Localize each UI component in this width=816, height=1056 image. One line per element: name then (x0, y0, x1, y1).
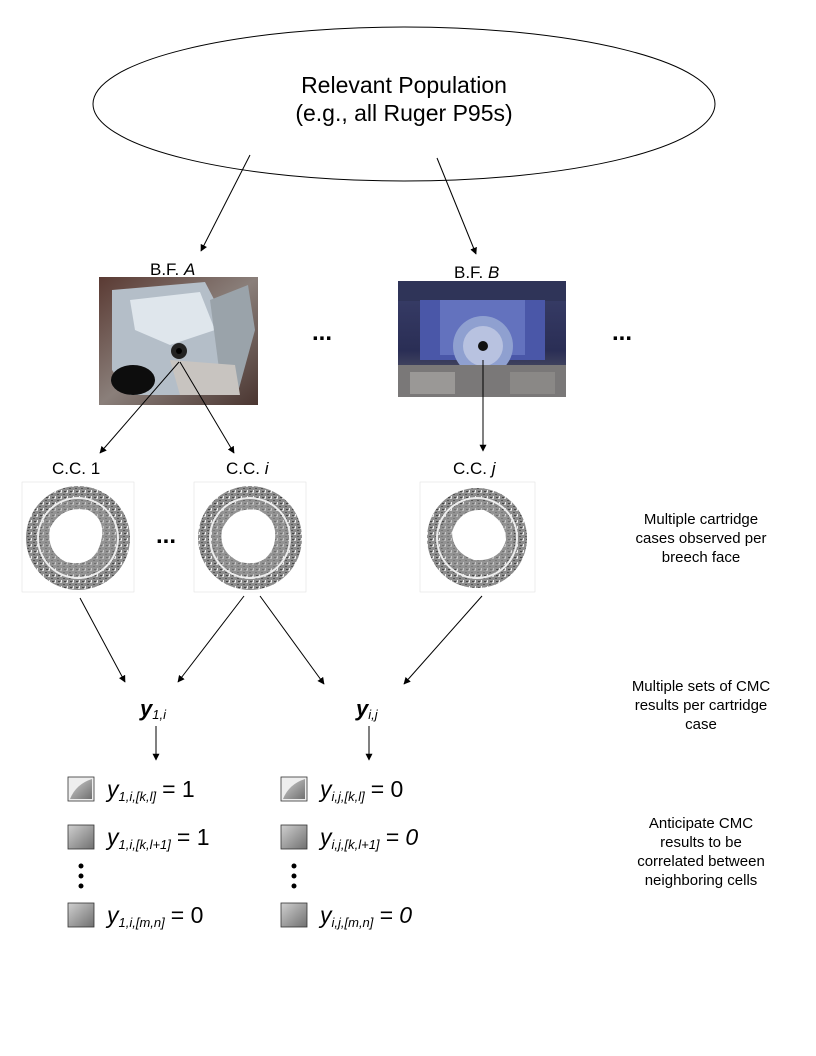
cmc-vector-y1i-symbol: y (139, 696, 154, 721)
cell-result-left-1: y1,i,[k,l] = 1 (105, 776, 195, 804)
cell-result-right-3-symbol: y (318, 902, 333, 928)
arrow-population-to-bf-a (200, 154, 251, 252)
note-cartridge-line-3: breech face (661, 549, 741, 566)
bf-a-photo (99, 277, 258, 405)
note-correlation-line-2: results to be (660, 834, 742, 851)
note-cmc-line-1: Multiple sets of CMC (631, 678, 771, 695)
note-cartridge-line-1: Multiple cartridge (643, 511, 759, 528)
cell-result-right-3-sub: i,j,[m,n] (332, 915, 374, 930)
note-correlation: Anticipate CMC results to be correlated … (601, 814, 801, 890)
note-cartridge-line-2: cases observed per (635, 530, 767, 547)
cell-result-right-1-rhs: = 0 (371, 776, 404, 802)
cell-thumb-right-2 (280, 824, 308, 850)
bf-a-label: B.F. A (150, 260, 195, 279)
note-correlation-line-3: correlated between (637, 853, 765, 870)
note-correlation-line-1: Anticipate CMC (648, 815, 754, 832)
population-ellipse (92, 26, 716, 182)
cell-result-left-2-rhs: = 1 (177, 824, 210, 850)
cell-thumb-left-3 (67, 902, 95, 928)
bf-ellipsis-right: ... (612, 319, 632, 346)
cc-1-index: 1 (91, 459, 100, 478)
cell-result-right-1: yi,j,[k,l] = 0 (318, 776, 403, 804)
note-cmc-sets: Multiple sets of CMC results per cartrid… (601, 677, 801, 734)
cell-result-left-3-rhs: = 0 (171, 902, 204, 928)
cell-result-left-1-symbol: y (105, 776, 120, 802)
cell-result-left-1-rhs: = 1 (162, 776, 195, 802)
cc-i-prefix: C.C. (226, 459, 265, 478)
population-node: Relevant Population (e.g., all Ruger P95… (92, 26, 716, 182)
note-correlation-line-4: neighboring cells (644, 872, 758, 889)
cc-j-scan (419, 481, 536, 593)
cell-result-left-3-symbol: y (105, 902, 120, 928)
vertical-ellipsis-left (78, 863, 84, 889)
cell-result-right-3: yi,j,[m,n] = 0 (318, 902, 412, 930)
arrow-cc-i-to-yij (259, 595, 325, 685)
cell-result-left-2-sub: 1,i,[k,l+1] (119, 837, 172, 852)
cell-result-right-2-sub: i,j,[k,l+1] (332, 837, 380, 852)
cc-i-scan (193, 481, 307, 593)
cmc-vector-yij-symbol: y (355, 696, 370, 721)
bf-ellipsis-middle: ... (312, 319, 332, 346)
cc-j-prefix: C.C. (453, 459, 492, 478)
cc-i-label: C.C. i (226, 459, 270, 478)
cell-result-left-2: y1,i,[k,l+1] = 1 (105, 824, 210, 852)
vertical-ellipsis-right (291, 863, 297, 889)
bf-b-letter: B (488, 263, 499, 282)
bf-b-prefix: B.F. (454, 263, 488, 282)
cc-j-index: j (490, 459, 497, 478)
bf-a-prefix: B.F. (150, 260, 184, 279)
cc-i-index: i (265, 459, 270, 478)
cell-thumb-left-2 (67, 824, 95, 850)
cell-result-right-1-symbol: y (318, 776, 333, 802)
cell-result-right-2-rhs: = 0 (386, 824, 419, 850)
cell-result-right-3-rhs: = 0 (379, 902, 412, 928)
cell-result-right-1-sub: i,j,[k,l] (332, 789, 366, 804)
arrow-population-to-bf-b (436, 157, 477, 255)
arrow-bf-a-to-cc-i (179, 361, 235, 454)
cell-thumb-right-1 (280, 776, 308, 802)
cell-thumb-left-1 (67, 776, 95, 802)
cc-1-label: C.C. 1 (52, 459, 100, 478)
arrow-bf-a-to-cc-1 (99, 361, 180, 454)
population-example: (e.g., all Ruger P95s) (295, 100, 512, 126)
arrow-cc-1-to-y1i (79, 597, 126, 683)
cell-result-left-1-sub: 1,i,[k,l] (119, 789, 157, 804)
note-cmc-line-2: results per cartridge (634, 697, 768, 714)
bf-b-photo (398, 281, 566, 397)
population-title: Relevant Population (301, 72, 507, 98)
note-cartridge-cases: Multiple cartridge cases observed per br… (601, 510, 801, 567)
cell-result-left-3-sub: 1,i,[m,n] (119, 915, 166, 930)
arrow-cc-j-to-yij (403, 595, 483, 685)
cmc-vector-y1i-sub: 1,i (152, 707, 167, 722)
cell-result-right-2-symbol: y (318, 824, 333, 850)
cell-result-left-2-symbol: y (105, 824, 120, 850)
cmc-vector-y1i: y1,i (139, 696, 167, 722)
cell-thumb-right-3 (280, 902, 308, 928)
cell-result-left-3: y1,i,[m,n] = 0 (105, 902, 203, 930)
cc-ellipsis: ... (156, 522, 176, 549)
arrow-cc-i-to-y1i (177, 595, 245, 683)
cell-result-right-2: yi,j,[k,l+1] = 0 (318, 824, 418, 852)
bf-a-letter: A (183, 260, 195, 279)
cmc-vector-yij: yi,j (355, 696, 379, 722)
cmc-vector-yij-sub: i,j (368, 707, 379, 722)
note-cmc-line-3: case (685, 716, 717, 733)
bf-b-label: B.F. B (454, 263, 499, 282)
cc-1-prefix: C.C. (52, 459, 91, 478)
cc-j-label: C.C. j (453, 459, 497, 478)
cc-1-scan (21, 481, 135, 593)
